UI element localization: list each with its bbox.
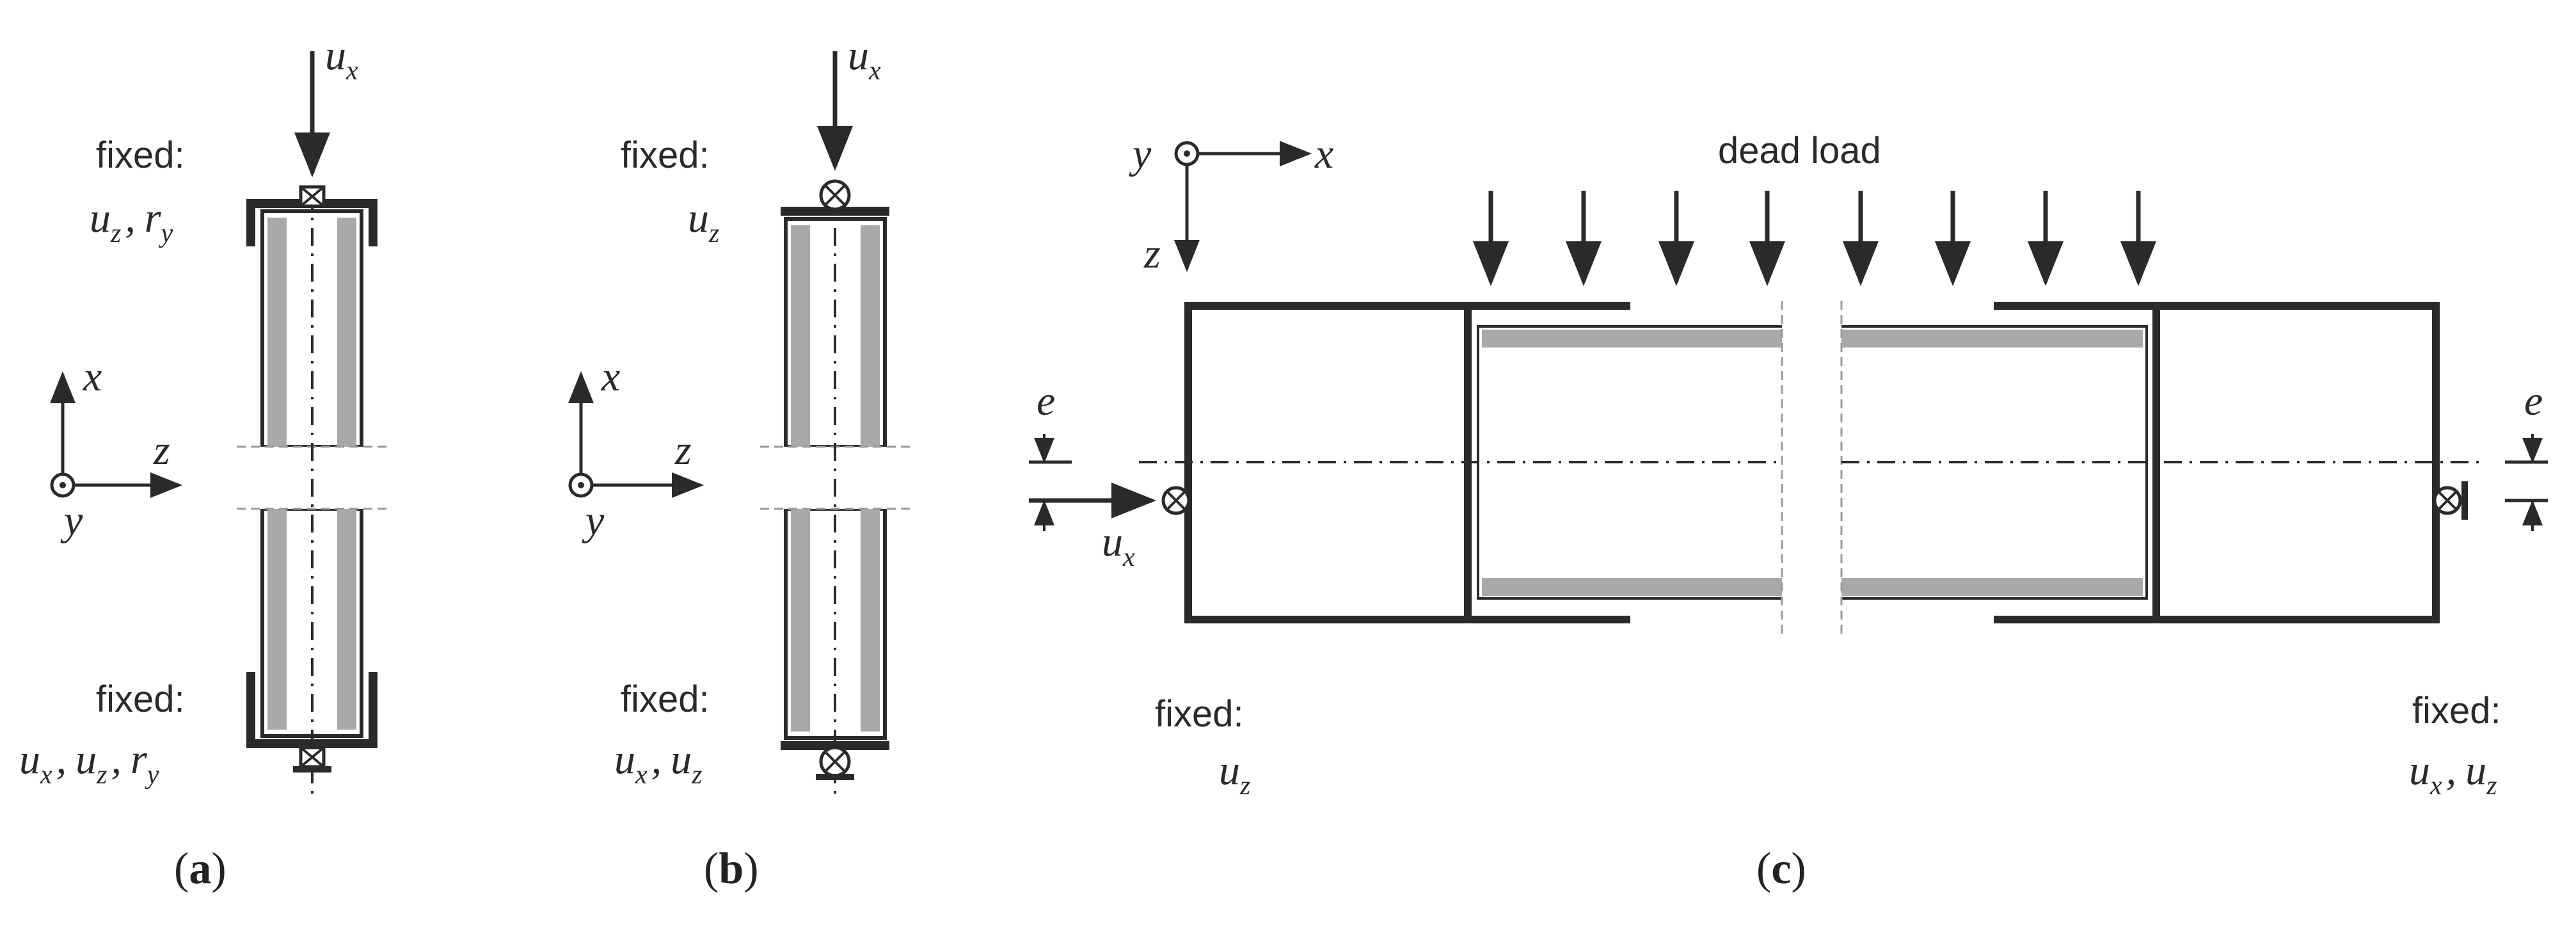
fixed-label-left-c: fixed:	[1155, 693, 1244, 735]
caption-c: (c)	[1756, 844, 1806, 893]
axis-y-label-a: y	[60, 497, 83, 544]
caption-a: (a)	[174, 844, 227, 893]
axis-y-label-c: y	[1129, 131, 1152, 177]
clamp-bottom-a	[246, 672, 378, 748]
load-label-u: u	[325, 32, 346, 79]
caption-b: (b)	[704, 844, 759, 893]
fixed-dofs-top-a: uz,ry	[90, 195, 173, 248]
fixed-dofs-bottom-b: ux,uz	[614, 736, 703, 790]
eccentricity-label-left: e	[1037, 378, 1055, 424]
axis-x-label-a: x	[83, 353, 102, 400]
fixed-dofs-right-c: ux,uz	[2409, 747, 2497, 801]
fixed-label-right-c: fixed:	[2412, 690, 2501, 732]
axis-z-label-b: z	[674, 427, 692, 474]
specimen-stripe-left-a	[267, 218, 287, 447]
axis-z-label-a: z	[153, 427, 170, 474]
dead-load-arrows	[1473, 191, 2156, 286]
panel-c: y x z dead load	[1029, 130, 2548, 893]
fixed-dofs-top-b: uz	[688, 195, 719, 248]
fixed-label-top-a: fixed:	[96, 134, 185, 176]
specimen-stripe-right-a	[337, 218, 356, 447]
panel-a: ux fixed: uz,ry fixed: ux,uz,ry	[19, 32, 387, 893]
fixed-dofs-left-c: uz	[1219, 747, 1250, 801]
panel-b: ux fixed: uz fixed: ux,uz x z y (b)	[568, 32, 910, 893]
axis-y-label-b: y	[582, 497, 605, 544]
fixed-label-top-b: fixed:	[621, 134, 710, 176]
eccentricity-label-right: e	[2524, 378, 2543, 424]
axis-z-label-c: z	[1143, 230, 1161, 277]
fixed-label-bottom-a: fixed:	[96, 678, 185, 720]
fixed-dofs-bottom-a: ux,uz,ry	[19, 736, 159, 790]
axis-x-label-c: x	[1314, 131, 1333, 177]
dead-load-label: dead load	[1718, 130, 1881, 172]
axis-x-label-b: x	[601, 353, 620, 400]
svg-text:ux: ux	[848, 32, 881, 86]
svg-text:ux: ux	[325, 32, 358, 86]
fixed-label-bottom-b: fixed:	[621, 678, 710, 720]
specimen-stripe-left-a2	[267, 509, 287, 730]
svg-text:ux: ux	[1102, 518, 1135, 572]
specimen-stripe-right-a2	[337, 509, 356, 730]
